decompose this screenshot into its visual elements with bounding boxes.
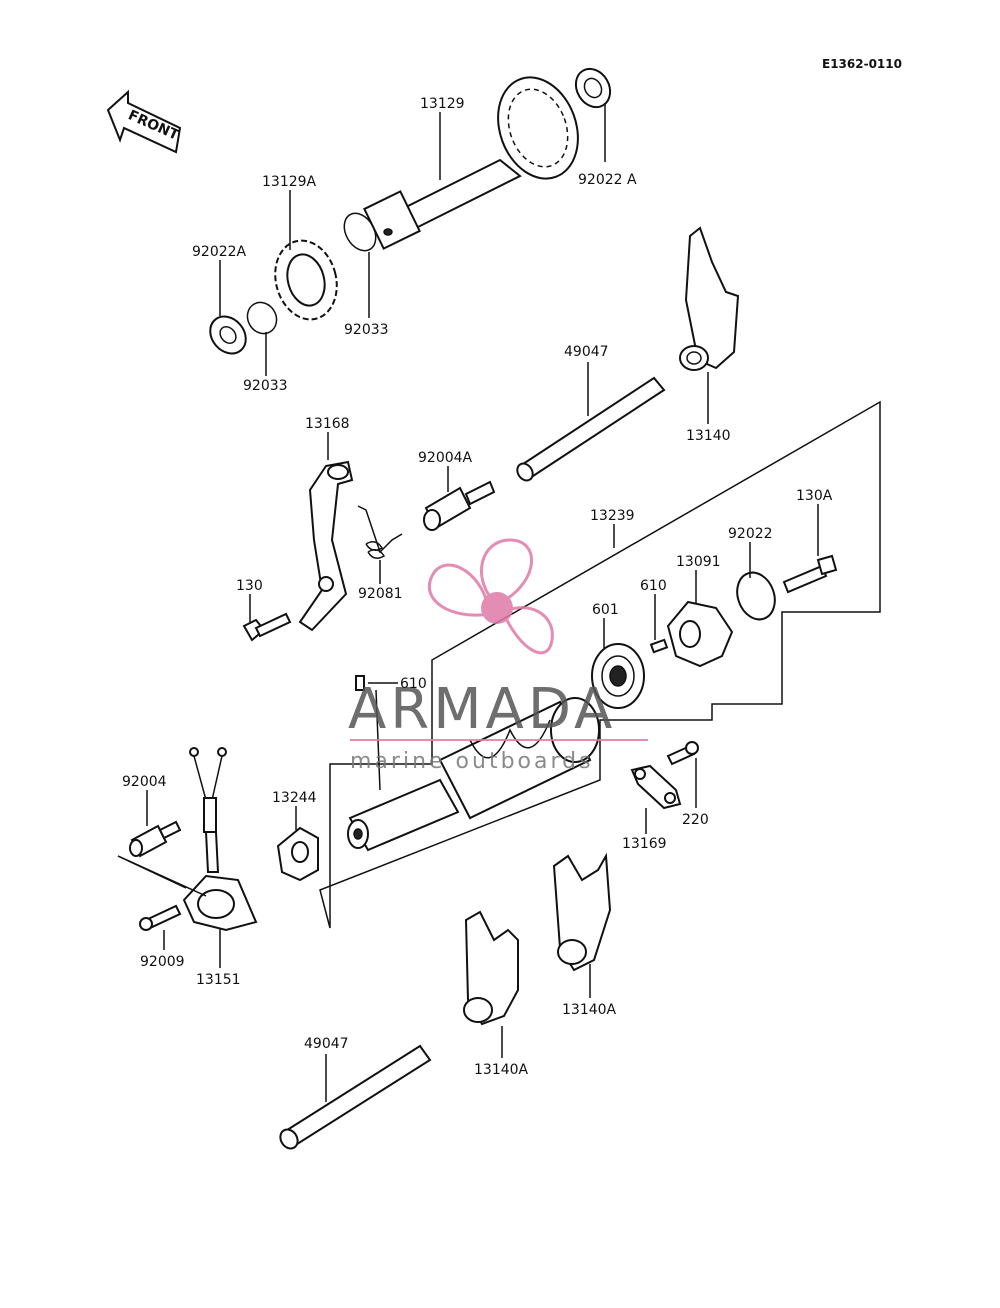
label-13129A: 13129A (262, 174, 317, 190)
gear-icon (497, 76, 579, 180)
lever-13168 (298, 460, 354, 632)
label-13239: 13239 (590, 508, 635, 524)
shift-fork-13140 (679, 226, 740, 371)
label-601: 601 (592, 602, 619, 618)
watermark: ARMADA marine outboards (348, 538, 648, 774)
shift-fork-13140A-left (463, 910, 519, 1026)
label-92004A: 92004A (418, 450, 473, 466)
shift-fork-13140A-right (552, 852, 612, 972)
screw-92009 (139, 904, 182, 931)
label-13129: 13129 (420, 96, 465, 112)
label-13140: 13140 (686, 428, 731, 444)
shaft-13129 (363, 76, 579, 250)
label-92022A-left: 92022A (192, 244, 247, 260)
label-49047-top: 49047 (564, 344, 609, 360)
circlip-92033-mid (343, 212, 377, 252)
label-92033-low: 92033 (243, 378, 288, 394)
pin-610-left (355, 675, 365, 691)
part-labels: 13129 92022 A 13129A 92022A 92033 92033 … (122, 96, 833, 1078)
label-130: 130 (236, 578, 263, 594)
cam-13244 (276, 826, 319, 882)
bearing-601 (591, 643, 645, 709)
label-92009: 92009 (140, 954, 185, 970)
label-92022A-top: 92022 A (578, 172, 637, 188)
watermark-tagline: marine outboards (350, 749, 594, 774)
label-13168: 13168 (305, 416, 350, 432)
label-13244: 13244 (272, 790, 317, 806)
label-13140A-left: 13140A (474, 1062, 529, 1078)
circlip-92033-low (246, 301, 278, 335)
label-13169: 13169 (622, 836, 667, 852)
washer-92022A-left (209, 315, 247, 355)
label-13140A-right: 13140A (562, 1002, 617, 1018)
gear-13129A (274, 239, 338, 321)
bolt-220 (666, 741, 699, 766)
rod-49047-bottom (279, 1044, 432, 1150)
neutral-switch-13151 (182, 747, 258, 932)
propeller-logo-icon (427, 538, 554, 655)
diagram-code: E1362-0110 (822, 57, 902, 71)
front-arrow-icon: FRONT (106, 89, 181, 154)
shift-drum-13239 (347, 697, 600, 852)
label-13151: 13151 (196, 972, 241, 988)
label-220: 220 (682, 812, 709, 828)
bolt-130A (782, 554, 838, 594)
cam-13091 (666, 600, 734, 668)
label-610-left: 610 (400, 676, 427, 692)
pin-92004 (129, 820, 182, 858)
pin-610-right (649, 638, 669, 654)
label-92022: 92022 (728, 526, 773, 542)
label-13091: 13091 (676, 554, 721, 570)
assembly-frame (319, 400, 881, 929)
spring-92081 (357, 505, 403, 559)
washer-92022A-top (574, 67, 612, 109)
label-49047-bottom: 49047 (304, 1036, 349, 1052)
label-130A: 130A (796, 488, 833, 504)
label-92033-mid: 92033 (344, 322, 389, 338)
bolt-130 (242, 612, 292, 642)
plate-13169 (630, 764, 682, 810)
label-610-right: 610 (640, 578, 667, 594)
rod-49047-top (516, 376, 666, 482)
label-92081: 92081 (358, 586, 403, 602)
washer-92022 (736, 571, 776, 621)
pin-92004A (423, 480, 496, 531)
label-92004: 92004 (122, 774, 167, 790)
watermark-brand: ARMADA (348, 677, 616, 742)
